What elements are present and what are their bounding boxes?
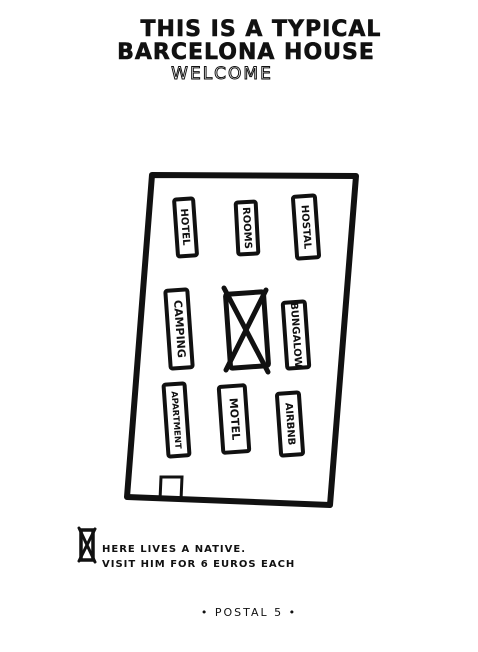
- window-motel: MOTEL: [216, 383, 252, 455]
- window-airbnb: AIRBNB: [274, 390, 306, 458]
- window-hostal: HOSTAL: [290, 193, 322, 261]
- window-label-airbnb: AIRBNB: [283, 402, 297, 445]
- legend-line-2: VISIT HIM FOR 6 EUROS EACH: [102, 559, 296, 570]
- building-outline: [124, 172, 359, 508]
- title-line-2: BARCELONA HOUSE: [117, 40, 375, 66]
- legend-text: HERE LIVES A NATIVE. VISIT HIM FOR 6 EUR…: [102, 542, 362, 572]
- title-line-1: THIS IS A TYPICAL: [140, 17, 382, 42]
- window-hotel: HOTEL: [172, 196, 199, 259]
- window-label-hotel: HOTEL: [178, 208, 192, 246]
- postal-number: • POSTAL 5 •: [200, 606, 298, 619]
- title-block: THIS IS A TYPICAL BARCELONA HOUSE WELCOM…: [0, 18, 478, 84]
- window-camping: CAMPING: [163, 287, 195, 371]
- door: [158, 475, 184, 501]
- window-native: [221, 285, 271, 375]
- window-label-rooms: ROOMS: [240, 207, 253, 249]
- window-label-camping: CAMPING: [171, 300, 188, 359]
- window-bungalow: BUNGALOW: [280, 299, 312, 371]
- window-label-apartment: APARTMENT: [168, 391, 182, 450]
- window-label-motel: MOTEL: [227, 397, 243, 440]
- welcome-subtitle: WELCOME: [171, 64, 273, 85]
- window-rooms: ROOMS: [233, 199, 261, 257]
- legend-line-1: HERE LIVES A NATIVE.: [102, 544, 247, 555]
- window-label-bungalow: BUNGALOW: [288, 302, 304, 368]
- window-label-hostal: HOSTAL: [298, 205, 312, 251]
- window-apartment: APARTMENT: [161, 381, 192, 459]
- crossed-window-icon: [77, 526, 97, 564]
